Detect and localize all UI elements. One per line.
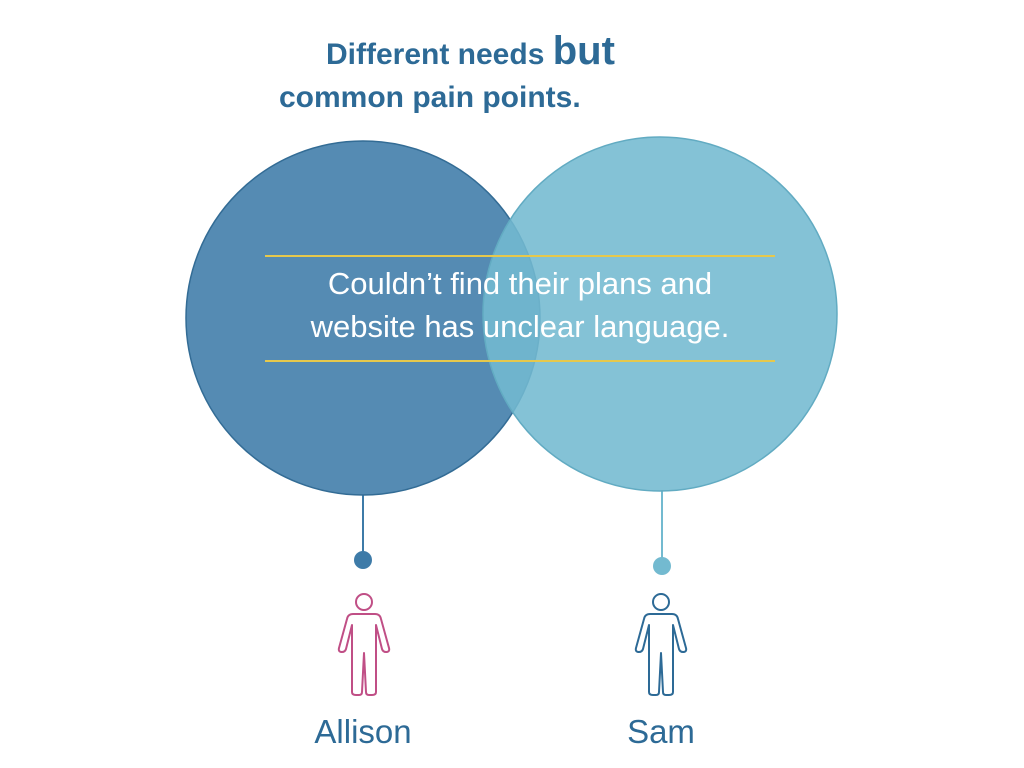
- sam-needs-circle: [482, 136, 838, 492]
- person-icon: [337, 593, 391, 696]
- shared-pain-point-line-1: Couldn’t find their plans and: [327, 266, 713, 301]
- slide-title-line-2: common pain points.: [279, 81, 581, 114]
- allison-connector-dot: [354, 551, 372, 569]
- shared-pain-point-line-2: website has unclear language.: [310, 309, 730, 344]
- title-emphasis: but: [552, 29, 615, 73]
- slide-title-line-1: Different needs but: [326, 29, 615, 77]
- sam-connector-dot: [653, 557, 671, 575]
- shared-pain-point-text: Couldn’t find their plans and website ha…: [265, 262, 775, 348]
- persona-name-allison: Allison: [314, 713, 412, 750]
- person-icon: [634, 593, 688, 696]
- title-prefix: Different needs: [326, 38, 553, 71]
- persona-name-sam: Sam: [627, 713, 695, 750]
